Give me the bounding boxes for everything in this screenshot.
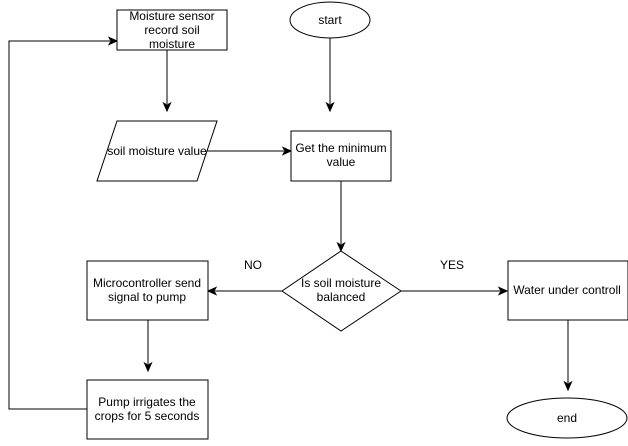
node-label-line: Pump irrigates the bbox=[98, 395, 196, 409]
edge-pump-loop-to-sensor bbox=[8, 40, 110, 410]
arrowhead bbox=[325, 101, 335, 113]
node-soil-moisture-value: soil moisture value bbox=[96, 120, 218, 182]
process-box bbox=[86, 260, 209, 321]
decision-diamond bbox=[281, 250, 402, 332]
node-water-under-control: Water under controll bbox=[507, 260, 628, 321]
node-label-line: soil moisture value bbox=[107, 144, 207, 158]
arrowhead bbox=[107, 36, 119, 46]
node-label-line: value bbox=[327, 155, 356, 169]
node-label-line: Water under controll bbox=[513, 283, 621, 297]
arrowhead bbox=[281, 146, 293, 156]
node-label-line: Get the minimum bbox=[295, 141, 386, 155]
node-microcontroller: Microcontroller send signal to pump bbox=[86, 260, 209, 321]
node-label-line: end bbox=[557, 411, 577, 425]
terminal-ellipse bbox=[506, 397, 628, 439]
node-label-line: balanced bbox=[317, 290, 366, 304]
edge-label-no: NO bbox=[244, 258, 262, 272]
node-label-line: Microcontroller send bbox=[93, 276, 201, 290]
arrowhead bbox=[143, 361, 153, 373]
node-label-line: signal to pump bbox=[108, 290, 186, 304]
node-end: end bbox=[506, 397, 628, 439]
terminal-ellipse bbox=[289, 1, 371, 39]
process-box bbox=[116, 9, 228, 51]
process-box bbox=[507, 260, 628, 321]
node-moisture-sensor: Moisture sensor record soil moisture bbox=[116, 9, 228, 51]
node-decision-balanced: Is soil moisture balanced bbox=[281, 250, 402, 332]
node-label-line: Moisture sensor bbox=[129, 9, 214, 23]
node-label-line: record soil bbox=[144, 23, 199, 37]
edges bbox=[8, 36, 573, 410]
edge-label-yes: YES bbox=[440, 258, 464, 272]
node-get-minimum-value: Get the minimum value bbox=[290, 130, 392, 182]
arrowhead bbox=[162, 101, 172, 113]
node-label-line: moisture bbox=[149, 37, 195, 51]
process-box bbox=[86, 379, 209, 440]
arrowhead bbox=[497, 286, 509, 296]
arrowhead bbox=[563, 380, 573, 392]
node-label-line: Is soil moisture bbox=[301, 276, 381, 290]
arrowhead bbox=[206, 286, 218, 296]
node-start: start bbox=[289, 1, 371, 39]
node-pump-irrigates: Pump irrigates the crops for 5 seconds bbox=[86, 379, 209, 440]
node-label-line: crops for 5 seconds bbox=[95, 409, 200, 423]
process-box bbox=[290, 130, 392, 182]
node-label-line: start bbox=[318, 13, 342, 27]
arrowhead bbox=[336, 241, 346, 253]
data-parallelogram bbox=[96, 120, 218, 182]
